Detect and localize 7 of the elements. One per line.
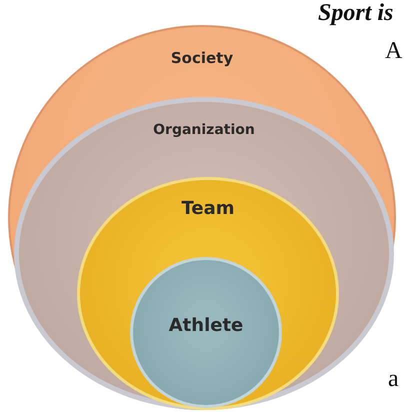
page-text: Sport is xyxy=(318,0,394,27)
ring-label: Organization xyxy=(153,122,255,138)
page-text: a xyxy=(388,366,399,393)
page-text: A xyxy=(385,38,402,65)
ring-label: Athlete xyxy=(168,315,244,336)
ring-label: Society xyxy=(170,49,234,67)
ring-label: Team xyxy=(182,198,234,219)
